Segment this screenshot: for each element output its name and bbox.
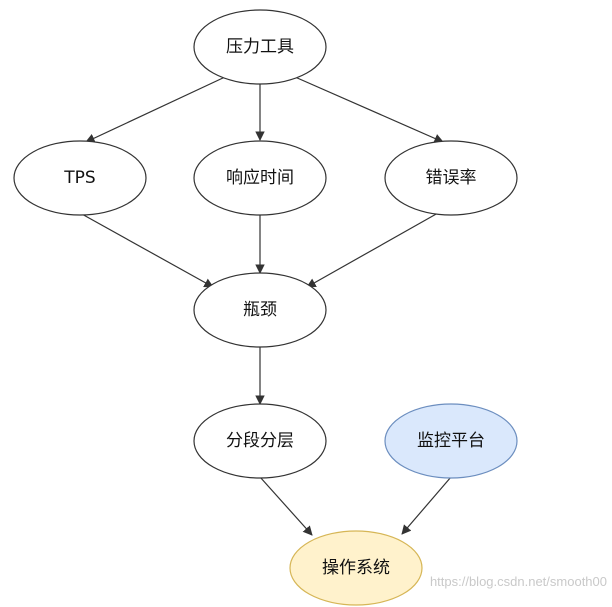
- node-label: 响应时间: [226, 168, 294, 188]
- edge-monitoring-platform-to-operating-system: [401, 476, 452, 535]
- node-monitoring-platform: 监控平台: [384, 403, 518, 479]
- node-error-rate: 错误率: [384, 140, 518, 216]
- edge-tps-to-bottleneck: [79, 212, 214, 288]
- edge-pressure-tool-to-error-rate: [294, 76, 444, 143]
- edge-error-rate-to-bottleneck: [306, 212, 439, 288]
- edge-pressure-tool-to-tps: [85, 76, 226, 143]
- watermark-text: https://blog.csdn.net/smooth00: [430, 574, 607, 589]
- node-label: 瓶颈: [243, 300, 277, 320]
- node-label: 操作系统: [322, 558, 390, 578]
- node-tps: TPS: [13, 140, 147, 216]
- edge-layered-segments-to-operating-system: [259, 476, 313, 536]
- node-layered-segments: 分段分层: [193, 403, 327, 479]
- node-response-time: 响应时间: [193, 140, 327, 216]
- node-label: 监控平台: [417, 431, 485, 451]
- edges: [79, 76, 452, 536]
- node-label: 分段分层: [226, 431, 294, 451]
- node-operating-system: 操作系统: [289, 530, 423, 606]
- node-label: TPS: [63, 168, 95, 188]
- node-label: 错误率: [426, 168, 477, 188]
- node-bottleneck: 瓶颈: [193, 272, 327, 348]
- node-label: 压力工具: [226, 37, 294, 57]
- node-pressure-tool: 压力工具: [193, 9, 327, 85]
